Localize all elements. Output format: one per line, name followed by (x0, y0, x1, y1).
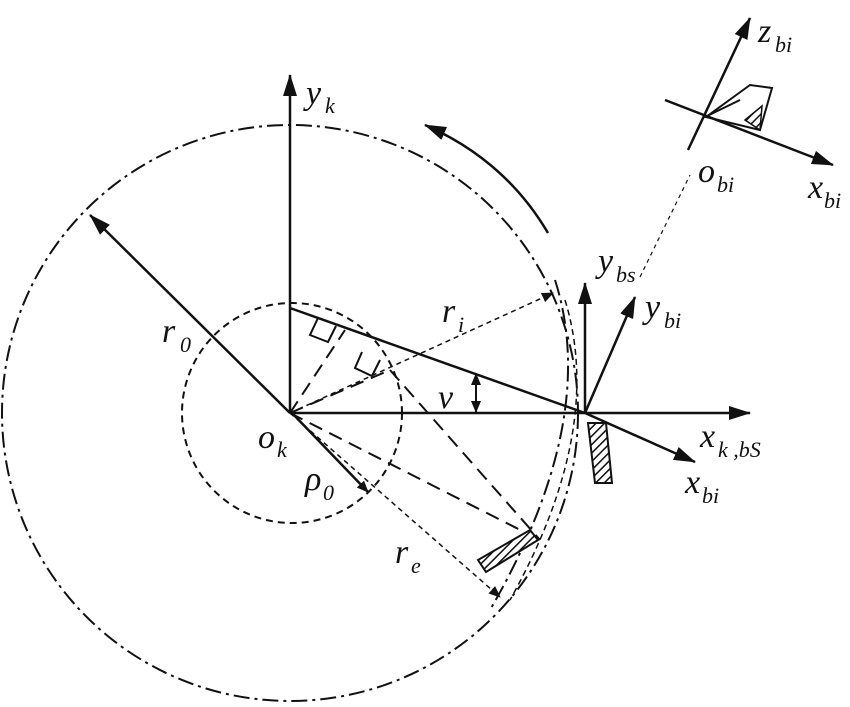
svg-text:bi: bi (824, 188, 841, 213)
right-angle-marker-2 (353, 351, 381, 378)
rho0-radius-arrow (291, 412, 369, 493)
label-r0: r 0 (162, 313, 191, 357)
dashed-line-upper (289, 369, 391, 414)
svg-text:ρ: ρ (304, 461, 321, 498)
dashed-arc-right (509, 299, 578, 601)
blade-right (586, 422, 614, 484)
svg-text:z: z (757, 13, 771, 50)
label-xbi-top: x bi (807, 169, 841, 213)
svg-text:k: k (277, 437, 288, 462)
label-yk: y k (303, 75, 336, 118)
svg-text:r: r (442, 293, 456, 330)
label-rho0: ρ 0 (304, 461, 334, 505)
svg-text:x: x (684, 464, 700, 501)
svg-text:r: r (162, 313, 176, 350)
detail-connector (639, 174, 691, 278)
xbi-axis-lower (584, 411, 696, 464)
label-xbi-lower: x bi (684, 464, 719, 508)
zbi-axis (686, 17, 752, 151)
svg-text:bi: bi (775, 32, 792, 57)
label-ybi: y bi (642, 289, 681, 333)
r0-radius-arrow (89, 214, 291, 414)
label-ok: o k (258, 419, 288, 462)
detail-blade-hatch (743, 104, 763, 132)
label-obi: o bi (698, 153, 734, 197)
dashed-line-upper2 (289, 329, 346, 414)
svg-text:k ,bS: k ,bS (718, 437, 761, 462)
svg-text:bi: bi (717, 172, 734, 197)
ybi-axis (583, 296, 637, 414)
svg-text:0: 0 (180, 332, 191, 357)
rotation-arrow (424, 123, 550, 234)
ri-radius-arrow (289, 292, 554, 414)
label-re: r e (395, 534, 421, 578)
re-radius-arrow (289, 412, 501, 598)
blade-lower (476, 528, 540, 574)
svg-text:o: o (258, 419, 275, 456)
label-zbi: z bi (757, 13, 792, 57)
svg-text:k: k (325, 93, 336, 118)
right-angle-marker-1 (308, 317, 337, 344)
svg-text:0: 0 (323, 480, 334, 505)
dashed-line-diag (389, 369, 541, 541)
svg-text:i: i (458, 312, 464, 337)
svg-text:bi: bi (702, 483, 719, 508)
svg-text:e: e (411, 553, 421, 578)
dashed-line-lower (289, 412, 541, 541)
svg-text:y: y (303, 75, 322, 112)
svg-text:bi: bi (664, 308, 681, 333)
xbi-axis-top (664, 98, 834, 167)
svg-text:bs: bs (616, 262, 636, 287)
label-xk-bs: x k ,bS (699, 418, 761, 462)
svg-text:x: x (807, 169, 823, 206)
svg-text:x: x (699, 418, 715, 455)
tangent-solid-line (289, 306, 586, 415)
label-ybs: y bs (595, 243, 636, 287)
svg-text:y: y (595, 243, 614, 280)
svg-text:y: y (642, 289, 661, 326)
detail-blade-outline (703, 83, 774, 132)
dashdot-arc-right (489, 279, 569, 611)
svg-text:o: o (698, 153, 715, 190)
label-ri: r i (442, 293, 464, 337)
label-nu: ν (438, 379, 454, 416)
svg-text:r: r (395, 534, 409, 571)
